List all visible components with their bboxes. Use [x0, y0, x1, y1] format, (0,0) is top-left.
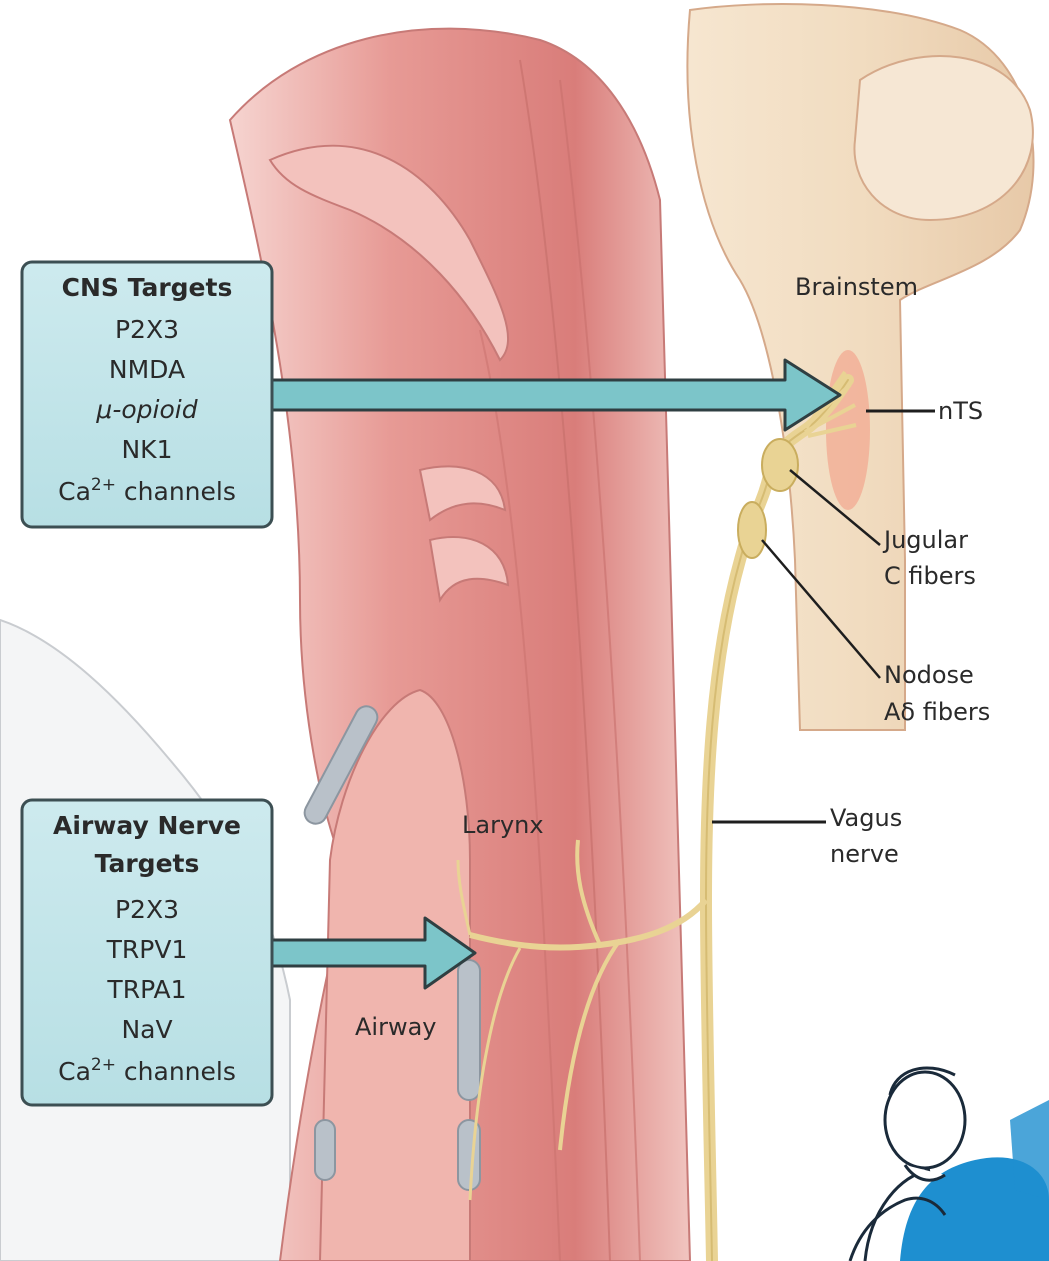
- cartilage-ring: [315, 1120, 335, 1180]
- vagus-label: Vagus: [830, 804, 902, 832]
- airway-item: P2X3: [115, 895, 179, 924]
- nodose-ganglion: [738, 502, 766, 558]
- nodose-label: Aδ fibers: [884, 698, 990, 726]
- larynx-label: Larynx: [462, 811, 544, 839]
- cns-item: NMDA: [109, 355, 185, 384]
- jugular-ganglion: [762, 439, 798, 491]
- cns-item: NK1: [121, 435, 172, 464]
- cartilage-ring: [458, 1120, 480, 1190]
- airway-title: Targets: [95, 849, 200, 878]
- airway-targets-box: Airway Nerve Targets P2X3 TRPV1 TRPA1 Na…: [22, 800, 272, 1105]
- airway-item: NaV: [121, 1015, 172, 1044]
- cartilage-ring: [458, 960, 480, 1100]
- airway-label: Airway: [355, 1013, 437, 1041]
- coughing-person-icon: [850, 1068, 1049, 1261]
- cns-targets-box: CNS Targets P2X3 NMDA μ-opioid NK1 Ca2+ …: [22, 262, 272, 527]
- vagus-label: nerve: [830, 840, 899, 868]
- jugular-label: Jugular: [882, 526, 968, 554]
- airway-item: TRPV1: [106, 935, 188, 964]
- cns-item-calcium: Ca2+ channels: [58, 475, 236, 506]
- cns-title: CNS Targets: [62, 273, 233, 302]
- nts-label: nTS: [938, 397, 983, 425]
- airway-item: TRPA1: [106, 975, 186, 1004]
- cns-item: μ-opioid: [95, 395, 197, 424]
- jugular-label: C fibers: [884, 562, 976, 590]
- cns-item: P2X3: [115, 315, 179, 344]
- airway-item-calcium: Ca2+ channels: [58, 1055, 236, 1086]
- brainstem-label: Brainstem: [795, 273, 918, 301]
- airway-title: Airway Nerve: [53, 811, 241, 840]
- nodose-label: Nodose: [884, 661, 974, 689]
